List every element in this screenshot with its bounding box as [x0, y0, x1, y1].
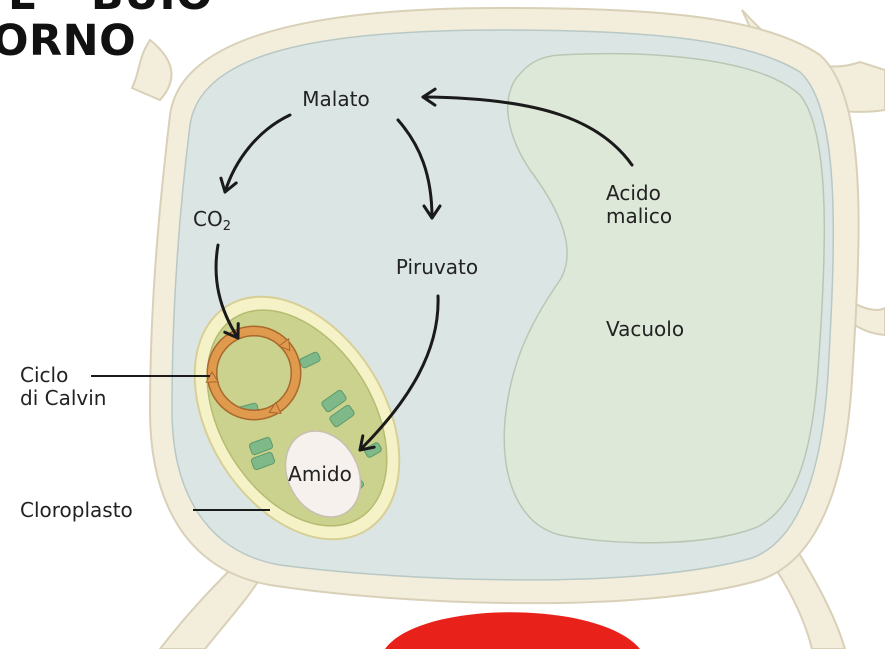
label-co2-subscript: 2 — [223, 219, 231, 234]
label-acido-malico-line2: malico — [606, 205, 672, 228]
vacuole — [504, 54, 824, 543]
label-ciclo-line1: Ciclo — [20, 364, 106, 387]
label-co2-main: CO — [193, 207, 223, 231]
label-amido: Amido — [288, 463, 352, 486]
heading-line-2: ORNO — [0, 20, 136, 63]
label-malato: Malato — [302, 88, 369, 111]
red-shape — [385, 612, 640, 649]
label-acido-malico-line1: Acido — [606, 182, 672, 205]
label-piruvato: Piruvato — [396, 256, 478, 279]
label-cloroplasto: Cloroplasto — [20, 499, 133, 522]
label-vacuolo: Vacuolo — [606, 318, 684, 341]
label-co2: CO2 — [193, 208, 231, 235]
label-ciclo-di-calvin: Ciclo di Calvin — [20, 364, 106, 410]
label-ciclo-line2: di Calvin — [20, 387, 106, 410]
label-acido-malico: Acido malico — [606, 182, 672, 228]
heading-line-1: E – BUIO – — [8, 0, 251, 17]
